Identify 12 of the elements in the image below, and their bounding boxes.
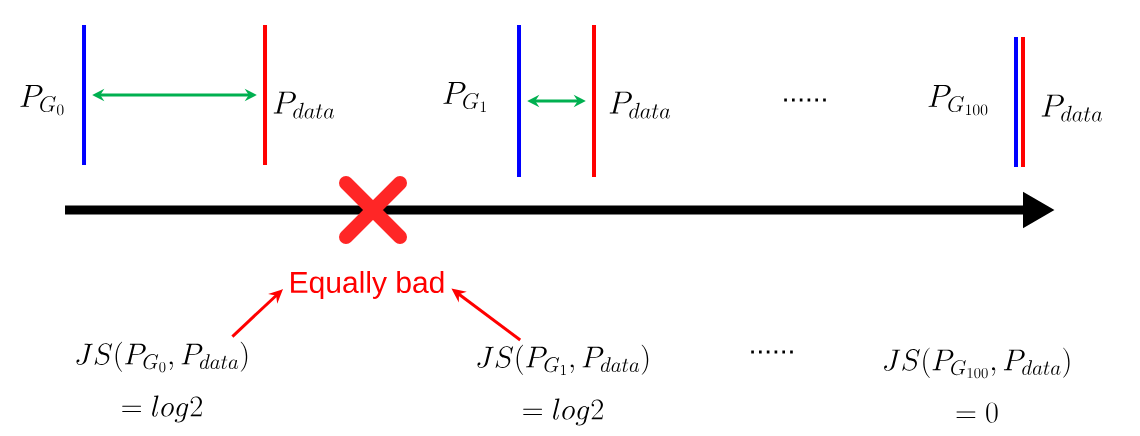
math-label: $P_{G_1}$ xyxy=(443,82,486,112)
formula: $JS\big(P_{G_{100}}, P_{data}\big)$ $= 0$ xyxy=(884,347,1070,423)
formula: $JS\big(P_{G_1}, P_{data}\big)$ $= log2$ xyxy=(477,344,649,426)
math-label: $P_{data}$ xyxy=(273,91,335,119)
math-label: $P_{G_0}$ xyxy=(20,85,64,116)
ellipsis-label: ...... xyxy=(784,98,826,102)
warning-text: Equally bad xyxy=(291,271,444,299)
formula: $JS\big(P_{G_0}, P_{data}\big)$ $= log2$ xyxy=(76,341,248,423)
ellipsis-label: ...... xyxy=(751,350,793,354)
math-label: $P_{data}$ xyxy=(609,91,671,119)
math-label: $P_{G_{100}}$ xyxy=(928,85,988,116)
math-label: $P_{data}$ xyxy=(1041,94,1103,122)
